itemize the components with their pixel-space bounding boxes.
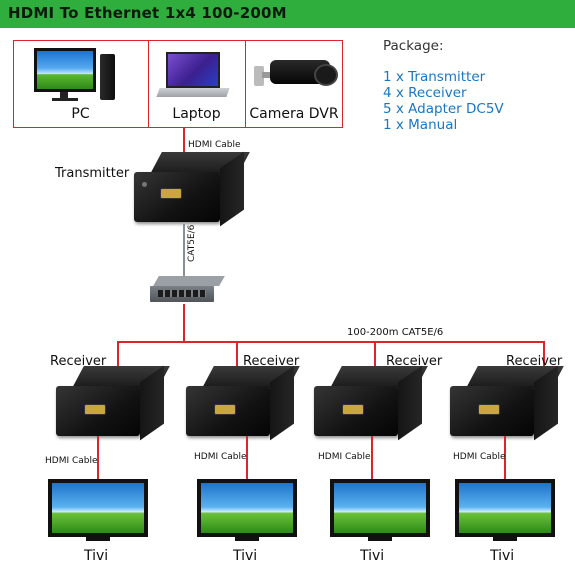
title-bar [0, 0, 575, 28]
laptop-icon [156, 52, 232, 102]
hdmi-cable-label: HDMI Cable [194, 452, 247, 462]
hdmi-wire [183, 128, 185, 160]
tv-label: Tivi [233, 548, 258, 564]
receiver-drop-wire [236, 341, 238, 371]
distribution-bus-wire [117, 341, 545, 343]
receiver-unit [314, 365, 428, 441]
receiver-unit [56, 365, 170, 441]
receiver-drop-wire [543, 341, 545, 371]
cat-cable-label: CAT5E/6 [187, 224, 197, 262]
security-camera-icon [252, 56, 340, 100]
cat-cable-wire [183, 224, 185, 276]
package-item: 1 x Transmitter [383, 69, 486, 85]
desktop-pc-icon [34, 48, 116, 104]
source-label-camera-dvr: Camera DVR [249, 106, 339, 122]
hdmi-wire [504, 436, 506, 480]
transmitter-unit [134, 151, 250, 227]
frame-divider [148, 40, 149, 128]
receiver-label: Receiver [243, 354, 300, 369]
page-title: HDMI To Ethernet 1x4 100-200M [8, 4, 287, 22]
hdmi-cable-label: HDMI Cable [453, 452, 506, 462]
tv-label: Tivi [360, 548, 385, 564]
receiver-label: Receiver [50, 354, 107, 369]
tv-label: Tivi [84, 548, 109, 564]
tv-icon [197, 479, 297, 543]
distribution-cable-label: 100-200m CAT5E/6 [347, 327, 444, 338]
package-item: 4 x Receiver [383, 85, 467, 101]
package-title: Package: [383, 38, 444, 54]
package-item: 1 x Manual [383, 117, 458, 133]
receiver-unit [186, 365, 300, 441]
hdmi-wire [97, 436, 99, 480]
hdmi-cable-label: HDMI Cable [188, 140, 241, 150]
receiver-drop-wire [117, 341, 119, 371]
receiver-label: Receiver [386, 354, 443, 369]
source-devices-frame [13, 40, 343, 128]
frame-divider [245, 40, 246, 128]
receiver-label: Receiver [506, 354, 563, 369]
package-item: 5 x Adapter DC5V [383, 101, 504, 117]
tv-icon [455, 479, 555, 543]
receiver-unit [450, 365, 564, 441]
hdmi-wire [371, 436, 373, 480]
hdmi-cable-label: HDMI Cable [318, 452, 371, 462]
hdmi-cable-label: HDMI Cable [45, 456, 98, 466]
receiver-drop-wire [374, 341, 376, 371]
source-label-pc: PC [71, 106, 90, 122]
tv-label: Tivi [490, 548, 515, 564]
network-switch-icon [150, 276, 225, 304]
tv-icon [330, 479, 430, 543]
bus-drop-wire [183, 304, 185, 342]
hdmi-wire [246, 436, 248, 480]
tv-icon [48, 479, 148, 543]
transmitter-label: Transmitter [55, 166, 130, 181]
source-label-laptop: Laptop [172, 106, 221, 122]
